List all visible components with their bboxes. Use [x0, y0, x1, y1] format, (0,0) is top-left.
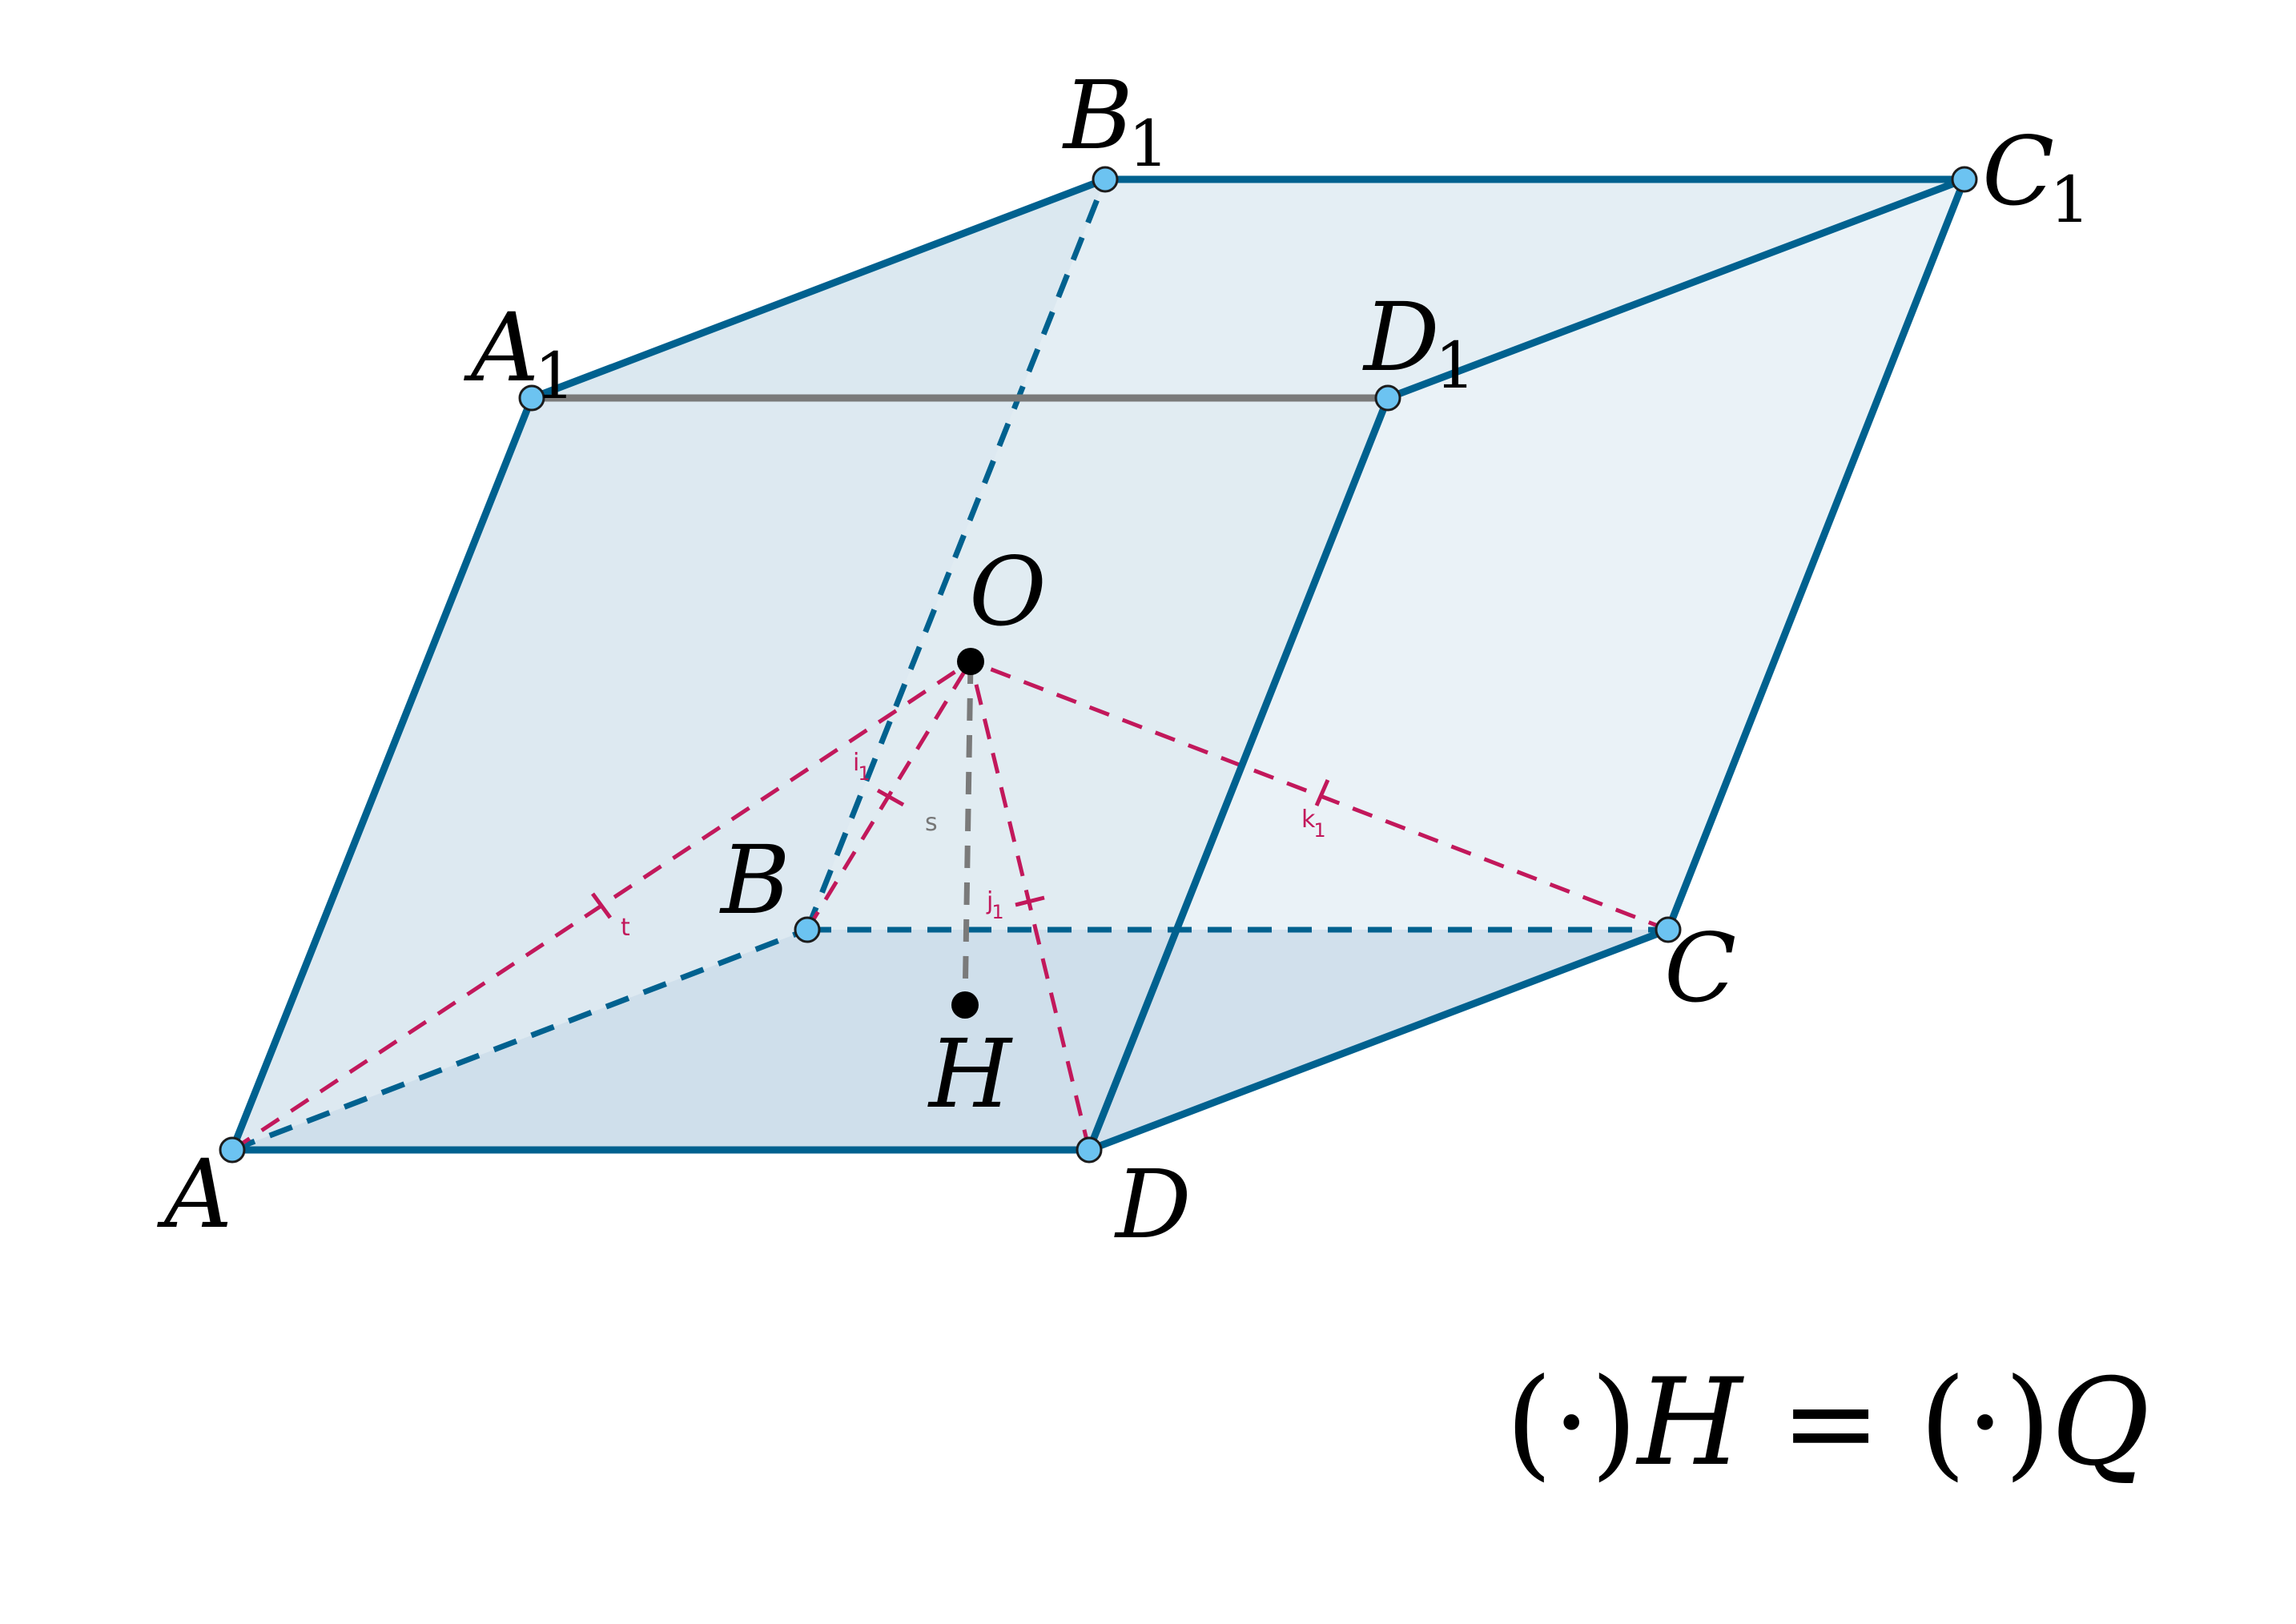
vertex-B1[interactable]	[1092, 166, 1119, 193]
face-right	[1089, 179, 1964, 1150]
point-O-marker[interactable]	[957, 648, 984, 675]
segment-labels: t i1 j1 k1 s	[621, 749, 1326, 942]
label-D1: D1	[1362, 282, 1476, 403]
vertex-A[interactable]	[219, 1136, 246, 1164]
tick-t	[590, 892, 613, 919]
equation-var1: H	[1635, 1353, 1745, 1493]
edge-D-C	[1085, 926, 1672, 1154]
vertex-labels: A B C D A1 B1 C1 D1 O H	[157, 60, 2090, 1260]
equation-part1: (·)	[1506, 1353, 1638, 1493]
edge-A-B	[231, 927, 809, 1153]
label-A1: A1	[464, 292, 575, 413]
point-H-marker[interactable]	[951, 991, 979, 1019]
label-A: A	[157, 1139, 232, 1249]
edge-A-A1	[228, 394, 536, 1154]
face-bottom	[232, 930, 1668, 1150]
segment-k1	[970, 659, 1669, 932]
vertex-markers	[219, 166, 1978, 1164]
equation-equals: =	[1743, 1353, 1920, 1493]
label-segment-k1: k1	[1301, 806, 1326, 842]
vertex-A1[interactable]	[518, 384, 545, 412]
edge-C-C1	[1664, 175, 1968, 934]
segment-s	[962, 661, 974, 1006]
visible-edges	[228, 175, 1968, 1154]
tick-i1	[876, 788, 905, 807]
label-segment-t: t	[621, 914, 630, 942]
equation-part2: (·)	[1920, 1353, 2052, 1493]
label-segment-j1: j1	[986, 887, 1004, 923]
label-C1: C1	[1982, 116, 2090, 237]
label-D: D	[1114, 1149, 1192, 1260]
vertex-C1[interactable]	[1951, 166, 1978, 193]
tick-j1	[1015, 895, 1045, 907]
segment-j1	[968, 661, 1092, 1151]
label-segment-s: s	[925, 809, 938, 837]
faces	[232, 179, 1964, 1150]
label-segment-i1: i1	[853, 749, 871, 785]
vertex-B[interactable]	[794, 916, 821, 943]
label-O: O	[969, 537, 1047, 647]
vertex-C[interactable]	[1655, 916, 1682, 943]
label-H: H	[927, 1019, 1013, 1129]
vertex-D[interactable]	[1076, 1136, 1103, 1164]
tick-k1	[1314, 778, 1330, 807]
label-B1: B1	[1062, 60, 1169, 181]
edge-D1-C1	[1384, 175, 1968, 402]
hidden-edges	[231, 178, 1668, 1153]
label-B: B	[719, 825, 790, 935]
apothem-lines	[231, 659, 1669, 1152]
edge-A1-B1	[528, 175, 1109, 402]
equation: (·)H = (·)Q	[1506, 1353, 2149, 1493]
vertex-D1[interactable]	[1374, 384, 1401, 412]
label-C: C	[1664, 913, 1736, 1023]
equation-var2: Q	[2051, 1353, 2149, 1493]
edge-D-D1	[1085, 394, 1392, 1154]
edge-B-B1	[804, 178, 1108, 931]
